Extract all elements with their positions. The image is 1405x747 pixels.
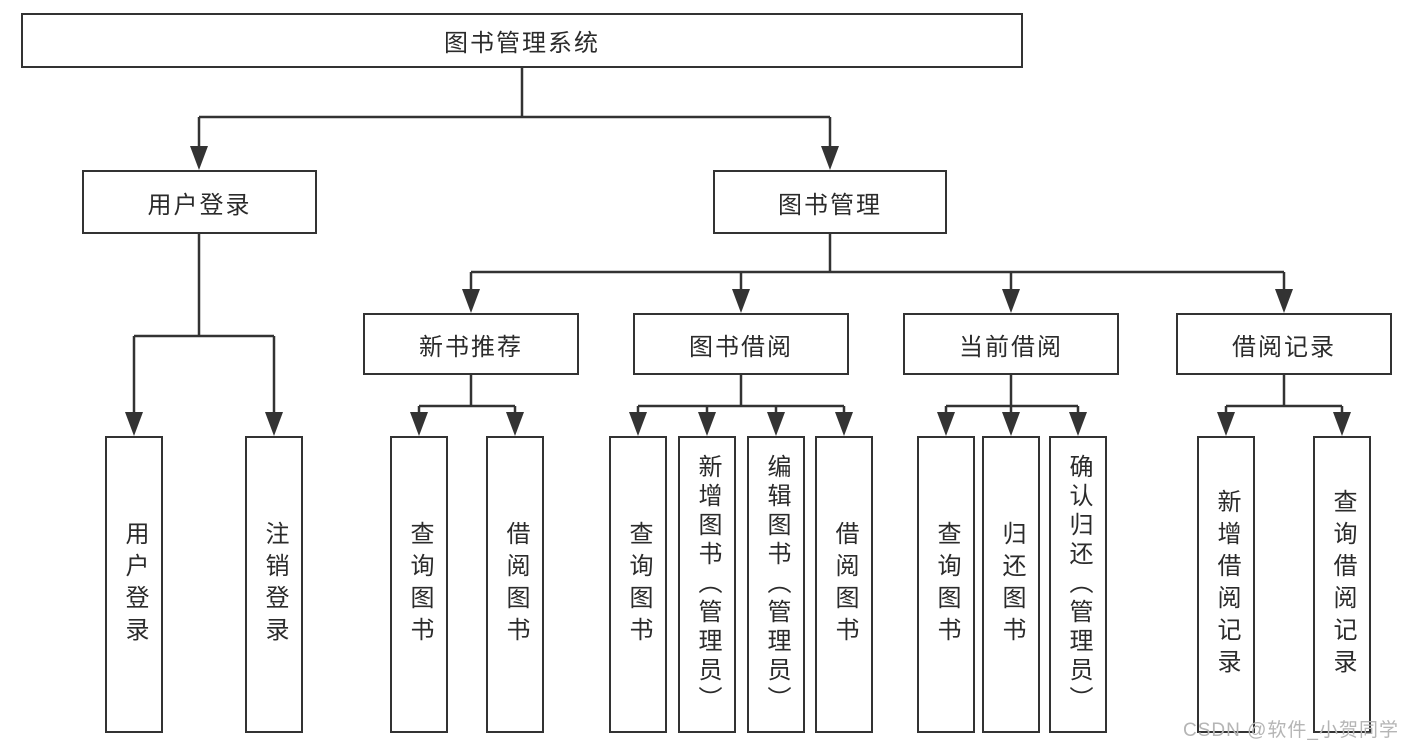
leaf-logout: 注销登录 — [245, 436, 303, 733]
leaf-borrowing-add-books-admin: 新增图书（管理员） — [678, 436, 736, 733]
leaf-records-query-borrow-record: 查询借阅记录 — [1313, 436, 1371, 733]
arrowhead — [698, 412, 716, 436]
arrowhead — [125, 412, 143, 436]
leaf-current-return-books-label: 归还图书 — [998, 520, 1025, 649]
arrowhead — [410, 412, 428, 436]
node-borrowing-records: 借阅记录 — [1176, 313, 1392, 375]
arrowhead — [835, 412, 853, 436]
arrowhead — [1275, 289, 1293, 313]
node-user-login: 用户登录 — [82, 170, 317, 234]
arrowhead — [265, 412, 283, 436]
arrowhead — [937, 412, 955, 436]
arrowhead — [821, 146, 839, 170]
arrowhead — [767, 412, 785, 436]
leaf-logout-label: 注销登录 — [261, 520, 288, 649]
arrowhead — [1217, 412, 1235, 436]
node-book-management: 图书管理 — [713, 170, 947, 234]
arrowhead — [506, 412, 524, 436]
leaf-records-query-borrow-record-label: 查询借阅记录 — [1329, 488, 1356, 681]
leaf-records-add-borrow-record-label: 新增借阅记录 — [1213, 488, 1240, 681]
arrowhead — [629, 412, 647, 436]
leaf-records-add-borrow-record: 新增借阅记录 — [1197, 436, 1255, 733]
watermark: CSDN @软件_小贺同学 — [1183, 720, 1399, 741]
leaf-user-login: 用户登录 — [105, 436, 163, 733]
leaf-borrowing-edit-books-admin: 编辑图书（管理员） — [747, 436, 805, 733]
leaf-recommend-borrow-books: 借阅图书 — [486, 436, 544, 733]
arrowhead — [1333, 412, 1351, 436]
leaf-borrowing-query-books-label: 查询图书 — [625, 520, 652, 649]
leaf-borrowing-borrow-books: 借阅图书 — [815, 436, 873, 733]
arrowhead — [462, 289, 480, 313]
node-book-borrowing: 图书借阅 — [633, 313, 849, 375]
leaf-borrowing-edit-books-admin-label: 编辑图书（管理员） — [763, 454, 790, 715]
node-new-book-recommend: 新书推荐 — [363, 313, 579, 375]
leaf-recommend-query-books-label: 查询图书 — [406, 520, 433, 649]
arrowhead — [732, 289, 750, 313]
leaf-borrowing-query-books: 查询图书 — [609, 436, 667, 733]
leaf-current-confirm-return-admin-label: 确认归还（管理员） — [1065, 454, 1092, 715]
leaf-recommend-borrow-books-label: 借阅图书 — [502, 520, 529, 649]
leaf-borrowing-borrow-books-label: 借阅图书 — [831, 520, 858, 649]
leaf-current-return-books: 归还图书 — [982, 436, 1040, 733]
leaf-current-confirm-return-admin: 确认归还（管理员） — [1049, 436, 1107, 733]
leaf-current-query-books-label: 查询图书 — [933, 520, 960, 649]
leaf-current-query-books: 查询图书 — [917, 436, 975, 733]
arrowhead — [1002, 289, 1020, 313]
leaf-borrowing-add-books-admin-label: 新增图书（管理员） — [694, 454, 721, 715]
node-current-borrowing: 当前借阅 — [903, 313, 1119, 375]
arrowhead — [190, 146, 208, 170]
leaf-recommend-query-books: 查询图书 — [390, 436, 448, 733]
arrowhead — [1002, 412, 1020, 436]
leaf-user-login-label: 用户登录 — [121, 520, 148, 649]
node-root: 图书管理系统 — [21, 13, 1023, 68]
arrowhead — [1069, 412, 1087, 436]
